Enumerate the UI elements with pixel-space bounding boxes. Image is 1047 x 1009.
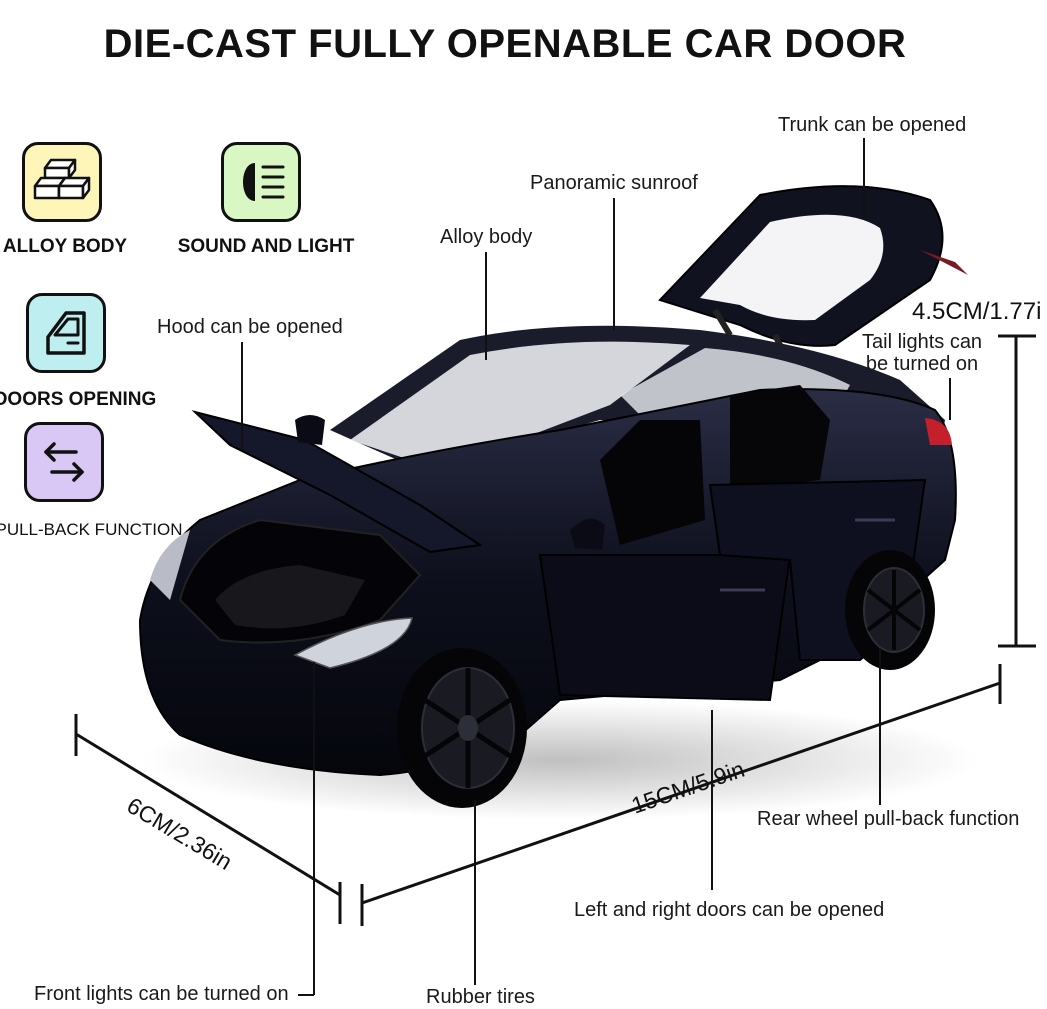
feature-label-alloy-body: ALLOY BODY bbox=[2, 236, 128, 257]
swap-arrows-icon bbox=[44, 442, 84, 482]
feature-label-sound-light: SOUND AND LIGHT bbox=[177, 236, 355, 257]
front-wheel bbox=[397, 648, 527, 808]
callout-rear-wheel: Rear wheel pull-back function bbox=[757, 808, 1020, 830]
trunk-lid bbox=[658, 185, 968, 357]
feature-doors-opening bbox=[26, 293, 106, 373]
rear-wheel bbox=[845, 550, 935, 670]
dimension-lines bbox=[74, 334, 1036, 926]
feature-sound-light bbox=[221, 142, 301, 222]
callout-front-lights: Front lights can be turned on bbox=[34, 983, 289, 1005]
callout-trunk: Trunk can be opened bbox=[778, 114, 967, 136]
headlight-icon bbox=[243, 163, 285, 201]
car-door-icon bbox=[46, 311, 86, 355]
leader-lines bbox=[241, 138, 951, 996]
feature-label-doors-opening: DOORS OPENING bbox=[0, 389, 157, 410]
callout-tail-lights: Tail lights can be turned on bbox=[862, 331, 983, 375]
callout-sunroof: Panoramic sunroof bbox=[530, 172, 698, 194]
callout-doors: Left and right doors can be opened bbox=[574, 899, 885, 921]
feature-pull-back bbox=[24, 422, 104, 502]
feature-label-pull-back: PULL-BACK FUNCTION bbox=[0, 520, 183, 539]
feature-alloy-body bbox=[22, 142, 102, 222]
page-title: DIE-CAST FULLY OPENABLE CAR DOOR bbox=[103, 22, 907, 66]
callout-alloy-body: Alloy body bbox=[440, 226, 533, 248]
callout-tires: Rubber tires bbox=[426, 986, 535, 1008]
dimension-height: 4.5CM/1.77i bbox=[912, 298, 1042, 325]
alloy-bars-icon bbox=[33, 158, 91, 200]
callout-hood: Hood can be opened bbox=[157, 316, 343, 338]
car-body bbox=[138, 325, 957, 777]
